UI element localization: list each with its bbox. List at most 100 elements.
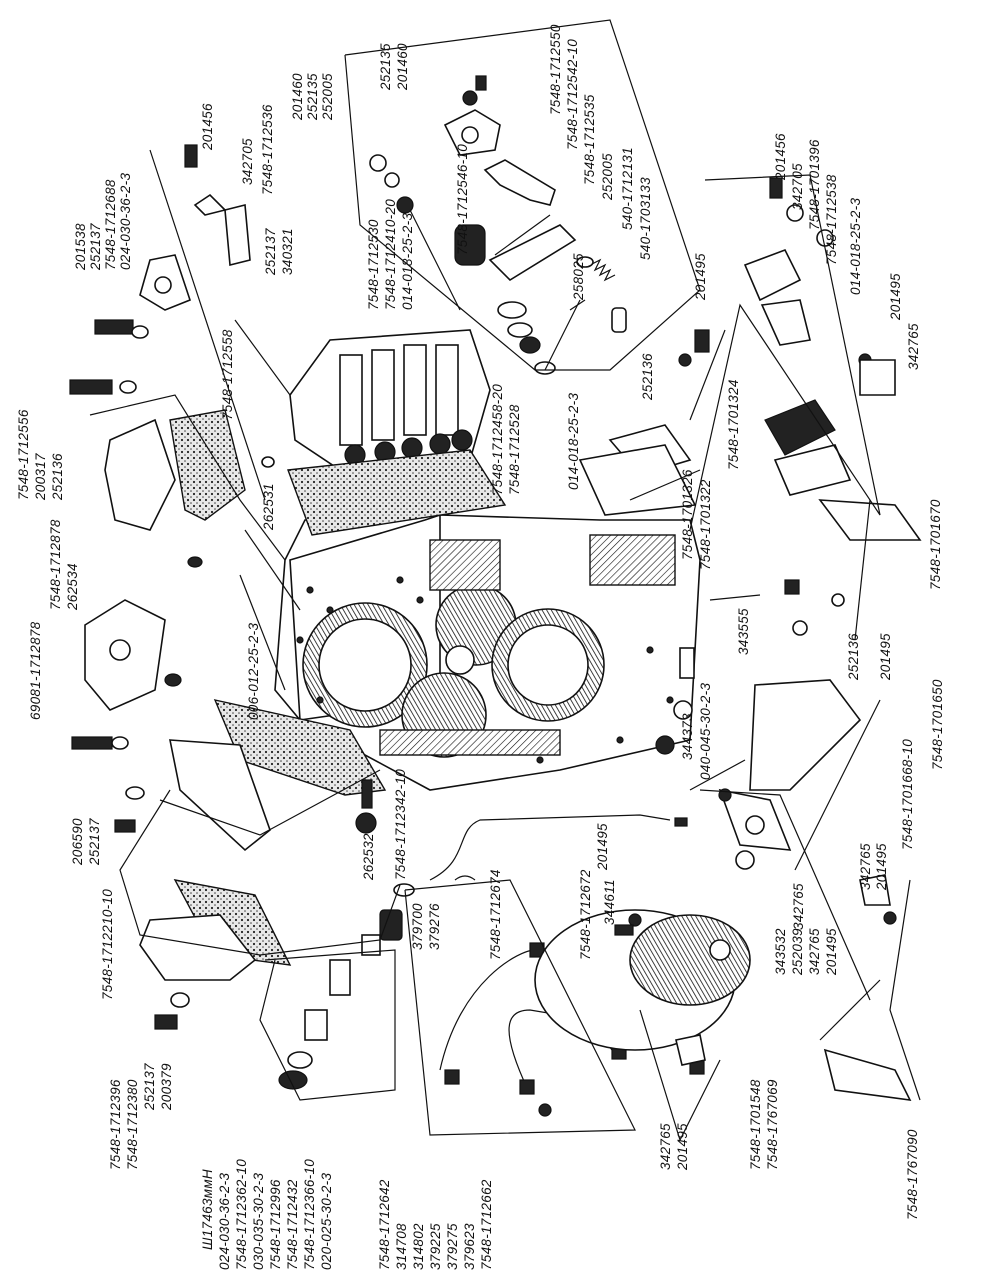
cover-1701650 <box>749 679 862 791</box>
label-bottom-22: 379275 <box>445 1223 460 1270</box>
label-top-35: 252137 <box>263 228 278 276</box>
label-top-4: 252135 <box>305 73 320 121</box>
housing-fins-right <box>589 534 676 586</box>
label-bottom-29: 7548-1767090 <box>905 1129 920 1220</box>
label-bottom-1: 7548-1712380 <box>125 1079 140 1170</box>
label-right-12: 342765 <box>807 928 822 975</box>
label-left-12: 206590 <box>70 818 85 866</box>
cover-1767090 <box>823 1048 912 1101</box>
label-left-13: 252137 <box>87 818 102 866</box>
gasket-left <box>169 409 246 521</box>
label-left-8: 262534 <box>65 563 80 611</box>
label-top-32: 7548-1701326 <box>680 469 695 560</box>
label-bottom-19: 314708 <box>394 1223 409 1270</box>
left-brackets <box>69 144 275 833</box>
label-left-0: 201538 <box>73 223 88 271</box>
label-bottom-26: 201495 <box>675 1123 690 1171</box>
springs-rings <box>454 224 627 375</box>
label-top-0: 201456 <box>200 103 215 151</box>
label-top-23: 7548-1712538 <box>824 174 839 265</box>
housing-fins-top <box>429 539 501 591</box>
label-right-4: 344373 <box>680 713 695 760</box>
label-bottom-5: 024-030-36-2-3 <box>217 1173 232 1270</box>
label-right-13: 201495 <box>824 928 839 976</box>
label-bottom-27: 7548-1701548 <box>748 1079 763 1170</box>
label-bottom-28: 7548-1767069 <box>765 1079 780 1170</box>
label-top-9: 7548-1712542-10 <box>565 39 580 150</box>
label-left-1: 252137 <box>88 223 103 271</box>
label-bottom-16: 201495 <box>595 823 610 871</box>
label-top-33: 7548-1701322 <box>698 479 713 570</box>
label-left-4: 7548-1712556 <box>16 409 31 500</box>
label-bottom-11: 020-025-30-2-3 <box>319 1173 334 1270</box>
leader-lines <box>89 19 921 1142</box>
spool-assembly <box>278 883 415 1090</box>
label-bottom-23: 379623 <box>462 1223 477 1270</box>
label-top-15: 252005 <box>600 153 615 201</box>
label-left-15: 262532 <box>361 833 376 881</box>
label-top-8: 7548-1712550 <box>548 24 563 115</box>
label-left-3: 024-030-36-2-3 <box>118 173 133 270</box>
label-top-37: 7548-1712558 <box>220 329 235 420</box>
label-left-5: 200317 <box>33 453 48 501</box>
label-top-26: 342765 <box>906 323 921 370</box>
control-valve-housing <box>169 739 271 852</box>
label-right-9: 342765 <box>791 883 806 930</box>
label-left-11: 006-012-25-2-3 <box>246 623 261 720</box>
label-bottom-25: 342765 <box>658 1123 673 1170</box>
label-top-21: 342705 <box>790 163 805 210</box>
label-top-28: 7548-1701324 <box>726 379 741 470</box>
label-top-17: 540-1703133 <box>638 177 653 260</box>
label-right-3: 7548-1701650 <box>930 679 945 770</box>
levers <box>369 75 577 282</box>
label-right-11: 252039 <box>790 928 805 976</box>
label-top-34: 7548-1701670 <box>928 499 943 590</box>
label-right-1: 201495 <box>878 633 893 681</box>
label-top-22: 7548-1701396 <box>807 139 822 230</box>
label-bottom-8: 7548-1712996 <box>268 1179 283 1270</box>
label-bottom-18: 7548-1712642 <box>377 1179 392 1270</box>
label-top-6: 252135 <box>378 43 393 91</box>
label-top-24: 014-018-25-2-3 <box>848 198 863 295</box>
label-bottom-13: 379276 <box>427 903 442 950</box>
label-top-25: 201495 <box>888 273 903 321</box>
label-top-2: 7548-1712536 <box>260 104 275 195</box>
label-top-19: 201495 <box>693 253 708 301</box>
label-left-6: 252136 <box>50 453 65 501</box>
label-top-27: 252136 <box>640 353 655 401</box>
label-bottom-3: 200379 <box>159 1063 174 1111</box>
label-top-16: 540-1712131 <box>620 147 635 230</box>
label-top-7: 201460 <box>395 43 410 91</box>
label-bottom-14: 7548-1712674 <box>488 869 503 960</box>
label-top-30: 7548-1712458-20 <box>490 384 505 495</box>
label-bottom-0: 7548-1712396 <box>108 1079 123 1170</box>
label-bottom-21: 379225 <box>428 1223 443 1270</box>
label-right-6: 7548-1701668-10 <box>900 739 915 850</box>
label-bottom-6: 7548-1712362-10 <box>234 1159 249 1270</box>
label-top-13: 7548-1712410-20 <box>383 199 398 310</box>
label-top-20: 201456 <box>773 133 788 181</box>
label-left-16: 7548-1712342-10 <box>393 769 408 880</box>
label-left-10: 69081-1712878 <box>28 621 43 720</box>
label-right-7: 342765 <box>858 843 873 890</box>
label-bottom-17: 344611 <box>602 879 617 925</box>
housing-holes <box>296 576 674 764</box>
label-right-10: 343532 <box>773 928 788 975</box>
cover-lower <box>139 914 257 981</box>
label-right-2: 252136 <box>846 633 861 681</box>
label-top-18: 258025 <box>571 253 586 301</box>
label-top-5: 252005 <box>320 73 335 121</box>
label-bottom-12: 379700 <box>410 903 425 950</box>
label-bottom-15: 7548-1712672 <box>578 869 593 960</box>
pipes <box>429 814 688 1117</box>
valve-plate <box>287 449 507 536</box>
label-top-36: 340321 <box>280 228 295 275</box>
label-top-12: 7548-1712530 <box>366 219 381 310</box>
label-right-5: 040-045-30-2-3 <box>698 683 713 780</box>
label-left-2: 7548-1712688 <box>103 179 118 270</box>
label-bottom-20: 314802 <box>411 1223 426 1270</box>
label-bottom-2: 252137 <box>142 1063 157 1111</box>
label-left-9: 262531 <box>261 483 276 531</box>
cover-block <box>104 418 176 531</box>
